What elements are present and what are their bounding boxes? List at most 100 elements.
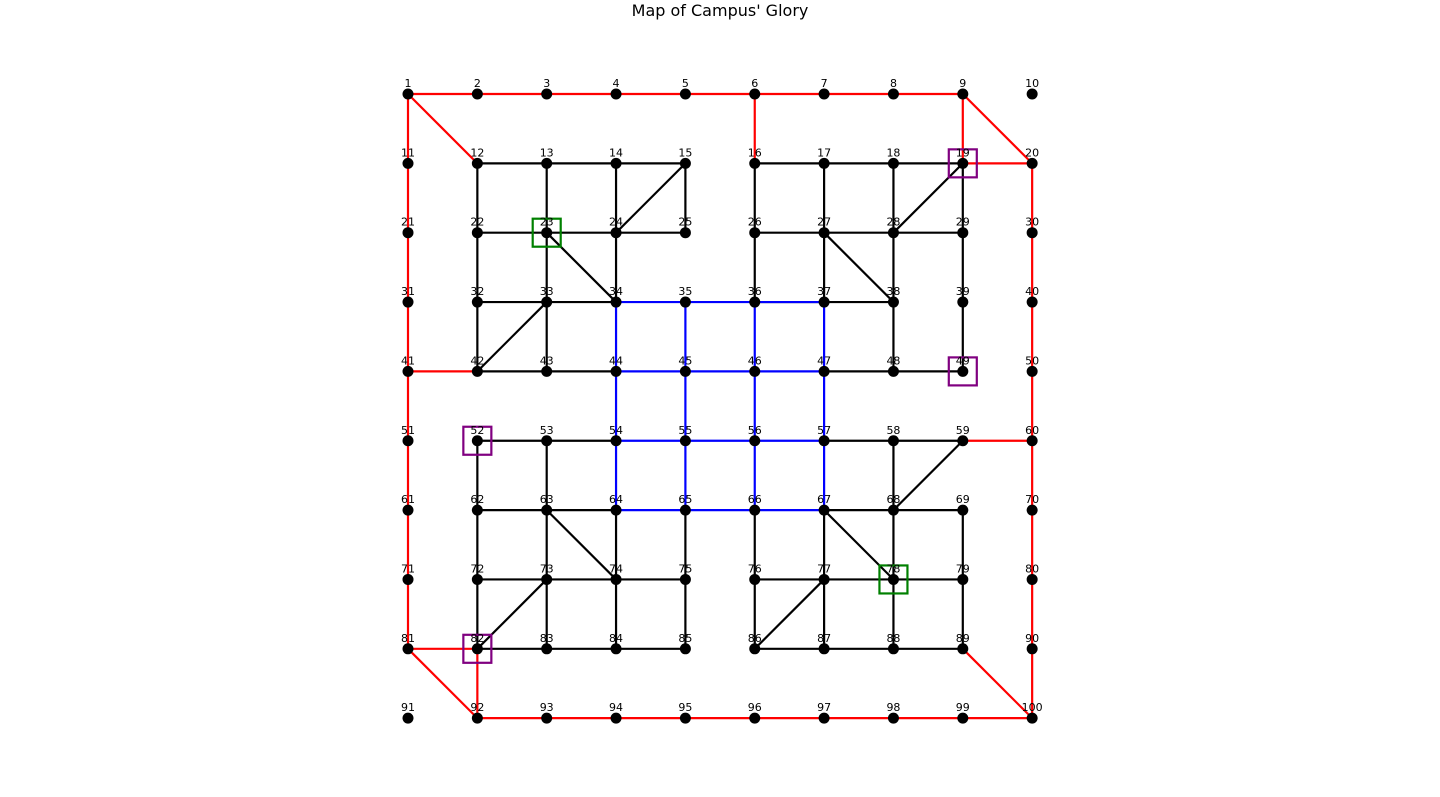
node-32[interactable] [471, 296, 483, 308]
node-20[interactable] [1026, 157, 1038, 169]
node-74[interactable] [610, 573, 622, 585]
node-71[interactable] [402, 573, 414, 585]
node-9[interactable] [957, 88, 969, 100]
node-88[interactable] [887, 643, 899, 655]
node-70[interactable] [1026, 504, 1038, 516]
node-58[interactable] [887, 435, 899, 447]
node-83[interactable] [541, 643, 553, 655]
node-81[interactable] [402, 643, 414, 655]
node-96[interactable] [749, 712, 761, 724]
marker-b-node-78[interactable] [878, 564, 909, 595]
node-10[interactable] [1026, 88, 1038, 100]
node-49[interactable] [957, 365, 969, 377]
marker-a-node-52[interactable] [462, 425, 493, 456]
node-75[interactable] [679, 573, 691, 585]
marker-a-node-82[interactable] [462, 633, 493, 664]
node-24[interactable] [610, 227, 622, 239]
node-33[interactable] [541, 296, 553, 308]
node-90[interactable] [1026, 643, 1038, 655]
node-16[interactable] [749, 157, 761, 169]
node-44[interactable] [610, 365, 622, 377]
node-65[interactable] [679, 504, 691, 516]
node-69[interactable] [957, 504, 969, 516]
node-86[interactable] [749, 643, 761, 655]
node-63[interactable] [541, 504, 553, 516]
node-47[interactable] [818, 365, 830, 377]
node-29[interactable] [957, 227, 969, 239]
node-98[interactable] [887, 712, 899, 724]
node-51[interactable] [402, 435, 414, 447]
node-99[interactable] [957, 712, 969, 724]
node-19[interactable] [957, 157, 969, 169]
node-100[interactable] [1026, 712, 1038, 724]
node-2[interactable] [471, 88, 483, 100]
node-72[interactable] [471, 573, 483, 585]
node-85[interactable] [679, 643, 691, 655]
node-21[interactable] [402, 227, 414, 239]
node-15[interactable] [679, 157, 691, 169]
node-27[interactable] [818, 227, 830, 239]
node-36[interactable] [749, 296, 761, 308]
node-39[interactable] [957, 296, 969, 308]
node-46[interactable] [749, 365, 761, 377]
node-41[interactable] [402, 365, 414, 377]
node-73[interactable] [541, 573, 553, 585]
node-62[interactable] [471, 504, 483, 516]
node-18[interactable] [887, 157, 899, 169]
node-52[interactable] [471, 435, 483, 447]
node-68[interactable] [887, 504, 899, 516]
node-37[interactable] [818, 296, 830, 308]
node-42[interactable] [471, 365, 483, 377]
node-40[interactable] [1026, 296, 1038, 308]
node-87[interactable] [818, 643, 830, 655]
node-11[interactable] [402, 157, 414, 169]
node-13[interactable] [541, 157, 553, 169]
node-50[interactable] [1026, 365, 1038, 377]
node-64[interactable] [610, 504, 622, 516]
node-7[interactable] [818, 88, 830, 100]
node-43[interactable] [541, 365, 553, 377]
node-93[interactable] [541, 712, 553, 724]
node-48[interactable] [887, 365, 899, 377]
marker-a-node-19[interactable] [947, 148, 978, 179]
node-82[interactable] [471, 643, 483, 655]
node-35[interactable] [679, 296, 691, 308]
node-61[interactable] [402, 504, 414, 516]
node-94[interactable] [610, 712, 622, 724]
node-3[interactable] [541, 88, 553, 100]
marker-a-node-49[interactable] [947, 356, 978, 387]
node-60[interactable] [1026, 435, 1038, 447]
node-6[interactable] [749, 88, 761, 100]
node-54[interactable] [610, 435, 622, 447]
node-5[interactable] [679, 88, 691, 100]
node-23[interactable] [541, 227, 553, 239]
node-12[interactable] [471, 157, 483, 169]
node-14[interactable] [610, 157, 622, 169]
node-25[interactable] [679, 227, 691, 239]
node-45[interactable] [679, 365, 691, 377]
node-30[interactable] [1026, 227, 1038, 239]
node-38[interactable] [887, 296, 899, 308]
node-17[interactable] [818, 157, 830, 169]
node-91[interactable] [402, 712, 414, 724]
node-53[interactable] [541, 435, 553, 447]
node-1[interactable] [402, 88, 414, 100]
node-56[interactable] [749, 435, 761, 447]
node-57[interactable] [818, 435, 830, 447]
node-66[interactable] [749, 504, 761, 516]
node-80[interactable] [1026, 573, 1038, 585]
node-95[interactable] [679, 712, 691, 724]
node-55[interactable] [679, 435, 691, 447]
node-8[interactable] [887, 88, 899, 100]
node-78[interactable] [887, 573, 899, 585]
node-77[interactable] [818, 573, 830, 585]
node-76[interactable] [749, 573, 761, 585]
node-89[interactable] [957, 643, 969, 655]
node-34[interactable] [610, 296, 622, 308]
node-22[interactable] [471, 227, 483, 239]
node-79[interactable] [957, 573, 969, 585]
node-26[interactable] [749, 227, 761, 239]
node-31[interactable] [402, 296, 414, 308]
node-4[interactable] [610, 88, 622, 100]
node-59[interactable] [957, 435, 969, 447]
